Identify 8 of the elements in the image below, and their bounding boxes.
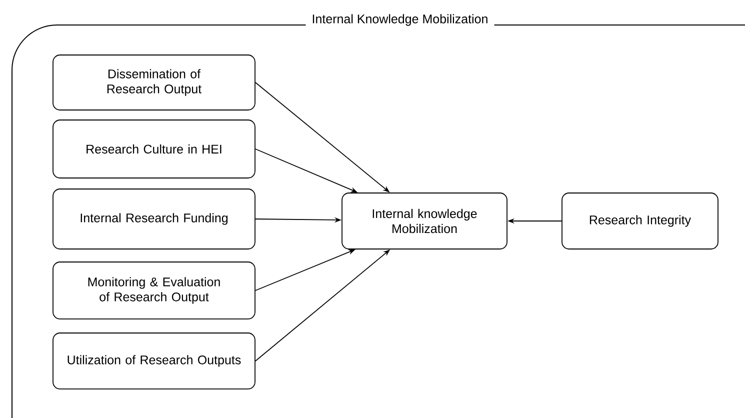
process-box: Dissemination of Research Output (52, 54, 256, 110)
process-box: Utilization of Research Outputs (52, 332, 256, 390)
process-box: Monitoring & Evaluation of Research Output (52, 262, 256, 320)
process-box: Research Integrity (562, 192, 718, 250)
process-box: Internal knowledge Mobilization (342, 192, 508, 250)
node-label: Internal Knowledge Mobilization (312, 14, 488, 26)
process-box: Research Culture in HEI (52, 120, 256, 178)
process-box: Internal Research Funding (52, 188, 256, 250)
